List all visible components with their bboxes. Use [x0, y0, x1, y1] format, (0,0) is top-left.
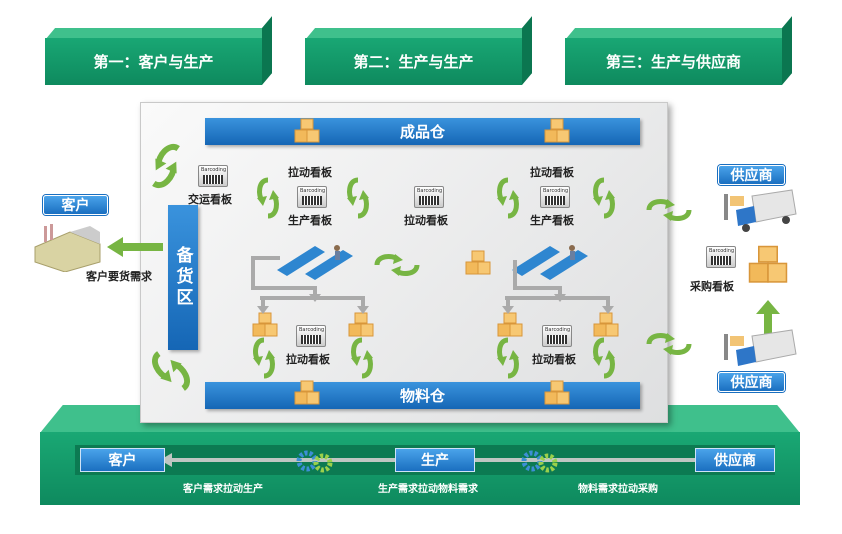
supplier-tag-bottom: 供应商	[718, 372, 785, 392]
customer-tag: 客户	[43, 195, 108, 215]
barcode-card-text: Barcoding	[543, 188, 569, 194]
cycle-arrow-icon	[373, 253, 421, 277]
cycle-arrow-icon	[496, 336, 520, 380]
staging-area: 备货区	[168, 205, 198, 350]
stage-3-header: 第三：生产与供应商	[565, 16, 793, 85]
box-icon	[294, 380, 320, 406]
supplier-tag-top: 供应商	[718, 165, 785, 185]
bottom-supplier: 供应商	[695, 448, 775, 472]
barcode-card-text: Barcoding	[201, 167, 227, 173]
stage-1-header: 第一：客户与生产	[45, 16, 273, 85]
gears-icon	[296, 450, 333, 473]
barcode-card-icon: Barcoding	[414, 186, 444, 208]
flow-label-3: 物料需求拉动采购	[578, 484, 658, 495]
truck-icon	[724, 189, 797, 232]
barcode-card-icon: Barcoding	[540, 186, 570, 208]
pull-kanban-label: 拉动看板	[404, 214, 448, 227]
arrow-left-icon	[107, 237, 163, 257]
barcode-card-text: Barcoding	[299, 327, 325, 333]
box-icon	[294, 118, 320, 144]
purchase-kanban-label: 采购看板	[690, 280, 734, 293]
gears-icon	[521, 450, 558, 473]
flow-label-2: 生产需求拉动物料需求	[378, 484, 478, 495]
pull-kanban-label: 拉动看板	[286, 353, 330, 366]
cycle-arrow-icon	[645, 198, 693, 222]
barcode-card-icon: Barcoding	[296, 325, 326, 347]
production-kanban-label: 生产看板	[288, 214, 332, 227]
pull-kanban-label: 拉动看板	[532, 353, 576, 366]
cycle-arrow-icon	[252, 336, 276, 380]
cycle-arrow-icon	[350, 336, 374, 380]
pull-kanban-label: 拉动看板	[530, 166, 574, 179]
bottom-production: 生产	[395, 448, 475, 472]
box-icon	[544, 380, 570, 406]
cycle-arrow-icon	[346, 176, 370, 220]
production-flow	[251, 245, 369, 314]
barcode-card-text: Barcoding	[417, 188, 443, 194]
stage-1-label: 第一：客户与生产	[45, 38, 262, 85]
flow-label-1: 客户需求拉动生产	[183, 484, 263, 495]
finished-goods-warehouse: 成品仓	[205, 118, 640, 145]
barcode-card-icon: Barcoding	[542, 325, 572, 347]
bottom-customer: 客户	[80, 448, 165, 472]
pull-kanban-label: 拉动看板	[288, 166, 332, 179]
stage-2-label: 第二：生产与生产	[305, 38, 522, 85]
production-kanban-label: 生产看板	[530, 214, 574, 227]
material-warehouse: 物料仓	[205, 382, 640, 409]
cycle-arrow-icon	[592, 336, 616, 380]
truck-icon	[724, 329, 797, 366]
arrow-up-icon	[756, 300, 780, 342]
box-icon	[544, 118, 570, 144]
cycle-arrow-icon	[256, 176, 280, 220]
cycle-arrow-icon	[592, 176, 616, 220]
barcode-card-text: Barcoding	[300, 188, 326, 194]
factory-icon	[34, 224, 101, 272]
barcode-card-icon: Barcoding	[198, 165, 228, 187]
barcode-card-icon: Barcoding	[297, 186, 327, 208]
barcode-card-icon: Barcoding	[706, 246, 736, 268]
stage-2-header: 第二：生产与生产	[305, 16, 533, 85]
customer-demand-label: 客户要货需求	[86, 270, 152, 283]
factory-panel	[140, 102, 668, 423]
production-flow	[502, 245, 614, 314]
barcode-card-text: Barcoding	[545, 327, 571, 333]
barcode-card-text: Barcoding	[709, 248, 735, 254]
cycle-arrow-icon	[645, 332, 693, 356]
transport-kanban-label: 交运看板	[188, 193, 232, 206]
cycle-arrow-icon	[496, 176, 520, 220]
box-icon	[465, 250, 491, 276]
stage-3-label: 第三：生产与供应商	[565, 38, 782, 85]
box-icon	[748, 245, 788, 285]
